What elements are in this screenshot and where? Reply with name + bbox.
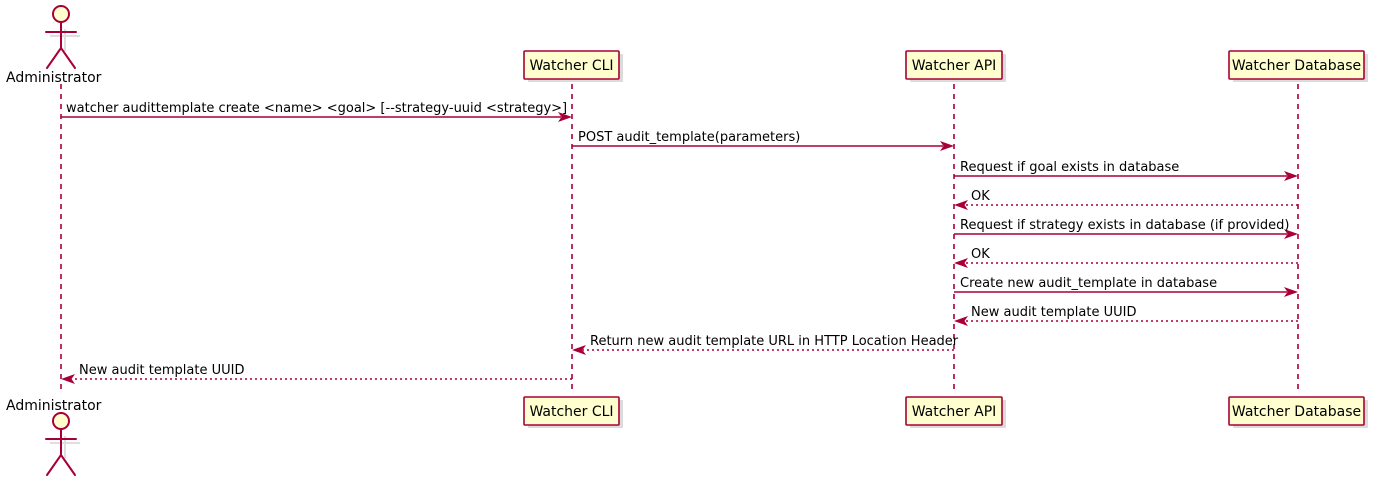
message-8[interactable]: New audit template UUID xyxy=(954,305,1298,326)
participant-db-bottom-label: Watcher Database xyxy=(1232,404,1361,420)
message-4-label: OK xyxy=(971,189,990,204)
actor-admin-top-label: Administrator xyxy=(6,70,102,86)
message-8-label: New audit template UUID xyxy=(971,305,1136,320)
message-1-arrowhead xyxy=(558,112,572,122)
participant-db-bottom[interactable]: Watcher Database xyxy=(1228,396,1368,428)
message-6-label: OK xyxy=(971,247,990,262)
participant-db-bottom-box[interactable] xyxy=(1228,396,1365,426)
actor-admin-bottom-label: Administrator xyxy=(6,398,102,414)
message-2-arrowhead xyxy=(940,141,954,151)
message-9-label: Return new audit template URL in HTTP Lo… xyxy=(590,334,959,349)
participant-db-top-box[interactable] xyxy=(1228,50,1365,80)
message-4[interactable]: OK xyxy=(954,189,1298,210)
message-2[interactable]: POST audit_template(parameters) xyxy=(572,130,954,151)
actor-admin-bottom-head xyxy=(52,412,70,430)
message-10[interactable]: New audit template UUID xyxy=(61,363,572,384)
participant-api-bottom-label: Watcher API xyxy=(912,404,997,420)
actor-admin-top-body xyxy=(45,21,77,69)
message-9[interactable]: Return new audit template URL in HTTP Lo… xyxy=(572,334,959,355)
participant-api-top[interactable]: Watcher API xyxy=(905,50,1006,82)
message-7[interactable]: Create new audit_template in database xyxy=(954,276,1298,297)
message-10-arrowhead xyxy=(61,374,75,384)
message-4-arrowhead xyxy=(954,200,968,210)
participant-cli-top-label: Watcher CLI xyxy=(529,58,613,74)
participant-api-bottom[interactable]: Watcher API xyxy=(905,396,1006,428)
participant-cli-top[interactable]: Watcher CLI xyxy=(523,50,623,82)
message-2-label: POST audit_template(parameters) xyxy=(578,130,800,145)
participant-cli-bottom-label: Watcher CLI xyxy=(529,404,613,420)
message-5-arrowhead xyxy=(1284,229,1298,239)
lifelines-group xyxy=(60,84,1299,394)
participant-cli-bottom[interactable]: Watcher CLI xyxy=(523,396,623,428)
message-6[interactable]: OK xyxy=(954,247,1298,268)
message-1-label: watcher audittemplate create <name> <goa… xyxy=(66,101,567,116)
participant-cli-bottom-box[interactable] xyxy=(523,396,620,426)
message-10-label: New audit template UUID xyxy=(79,363,244,378)
actor-admin-bottom: Administrator xyxy=(6,398,102,476)
participant-db-top[interactable]: Watcher Database xyxy=(1228,50,1368,82)
participant-api-top-box[interactable] xyxy=(905,50,1003,80)
message-1[interactable]: watcher audittemplate create <name> <goa… xyxy=(61,101,572,122)
participant-db-top-label: Watcher Database xyxy=(1232,58,1361,74)
message-9-arrowhead xyxy=(572,345,586,355)
participant-api-bottom-box[interactable] xyxy=(905,396,1003,426)
message-3[interactable]: Request if goal exists in database xyxy=(954,160,1298,181)
message-8-arrowhead xyxy=(954,316,968,326)
message-3-label: Request if goal exists in database xyxy=(960,160,1179,175)
participant-cli-top-box[interactable] xyxy=(523,50,620,80)
actor-admin-top-head xyxy=(52,5,70,23)
message-7-label: Create new audit_template in database xyxy=(960,276,1217,291)
message-6-arrowhead xyxy=(954,258,968,268)
participant-api-top-label: Watcher API xyxy=(912,58,997,74)
message-3-arrowhead xyxy=(1284,171,1298,181)
actor-admin-bottom-body xyxy=(45,428,77,476)
actor-admin-top: Administrator xyxy=(6,5,102,86)
message-5[interactable]: Request if strategy exists in database (… xyxy=(954,218,1298,239)
message-7-arrowhead xyxy=(1284,287,1298,297)
message-5-label: Request if strategy exists in database (… xyxy=(960,218,1289,233)
